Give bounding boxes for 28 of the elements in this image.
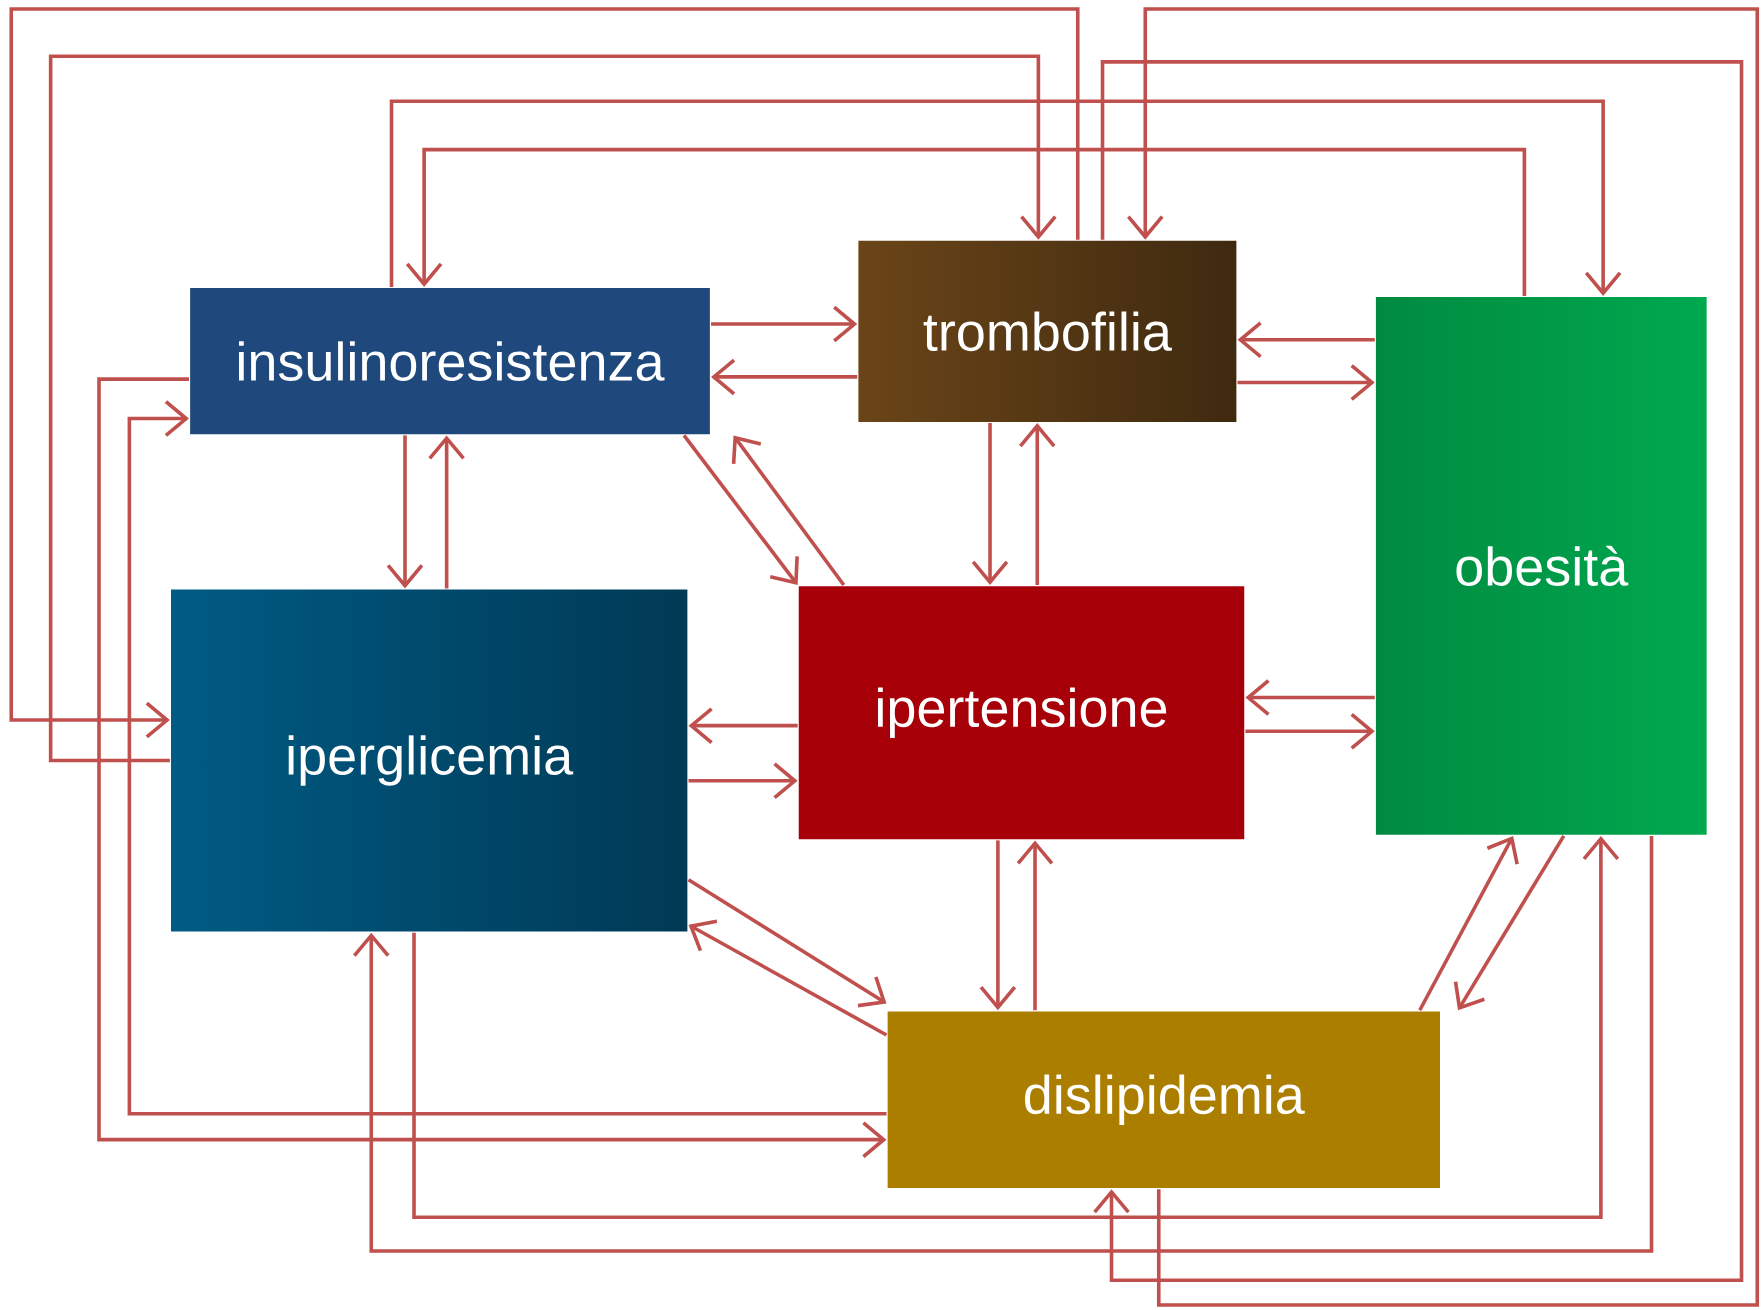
arrow [1237, 364, 1375, 402]
arrow [1019, 423, 1056, 586]
arrow [1245, 713, 1375, 750]
arrow [682, 434, 799, 586]
arrow [1245, 679, 1375, 716]
labeled-box: iperglicemia [168, 587, 690, 934]
arrow [405, 148, 1527, 297]
arrow [386, 435, 424, 589]
arrow [711, 358, 858, 396]
labeled-box: dislipidemia [885, 1009, 1443, 1191]
arrow [1237, 321, 1375, 359]
arrow [971, 423, 1009, 586]
arrow [1453, 835, 1566, 1011]
labeled-box: obesità [1373, 295, 1709, 838]
arrow [1016, 840, 1054, 1011]
arrow [731, 435, 846, 587]
arrow [979, 840, 1017, 1011]
labeled-box: trombofilia [856, 238, 1239, 425]
arrow [687, 878, 887, 1008]
arrow [428, 435, 465, 589]
arrow [688, 707, 798, 745]
labeled-box: insulinoresistenza [187, 286, 713, 437]
labeled-box: ipertensione [796, 584, 1247, 842]
arrow [389, 99, 1622, 297]
arrow [688, 762, 798, 800]
arrow [711, 306, 858, 343]
arrow [1418, 836, 1519, 1012]
arrow [688, 919, 888, 1037]
